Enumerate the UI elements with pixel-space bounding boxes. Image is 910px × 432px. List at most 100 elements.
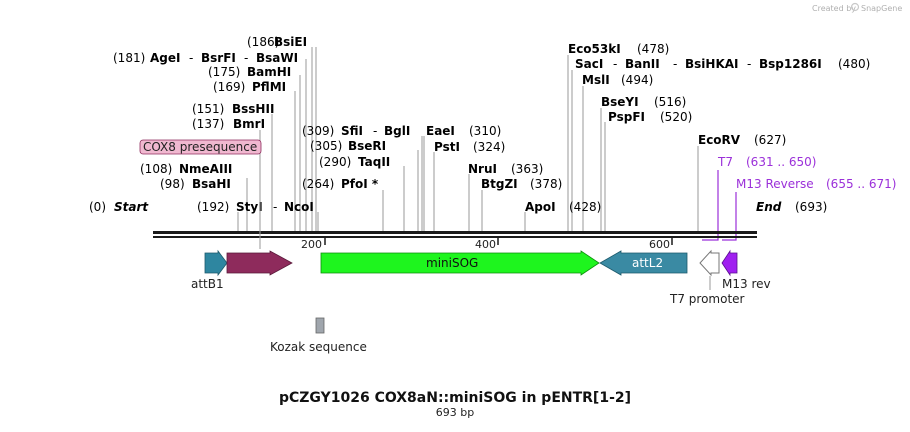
features: attB1 miniSOG attL2 T7 promoter M13 rev …	[191, 249, 771, 354]
site-name: BsaHI	[192, 177, 231, 191]
site-pos: (151)	[192, 102, 224, 116]
site-pos: (169)	[213, 80, 245, 94]
site-name: TaqII	[358, 155, 390, 169]
site-pos: (98)	[160, 177, 185, 191]
map-title: pCZGY1026 COX8aN::miniSOG in pENTR[1-2] …	[279, 390, 631, 419]
end-pos: (693)	[795, 200, 827, 214]
site-pos: (627)	[754, 133, 786, 147]
site-pos: (108)	[140, 162, 172, 176]
separator: -	[673, 57, 677, 71]
site-name: Bsp1286I	[759, 57, 822, 71]
start-label: Start	[114, 200, 149, 214]
primer-m13-reverse: M13 Reverse (655 .. 671)	[722, 177, 896, 241]
site-pos: (305)	[310, 139, 342, 153]
t7-promoter-arrow	[699, 249, 720, 277]
t7-promoter-label: T7 promoter	[669, 292, 745, 306]
site-pos: (175)	[208, 65, 240, 79]
cox8-presequence-text: COX8 presequence	[143, 140, 257, 154]
site-name: EaeI	[426, 124, 455, 138]
cox8-presequence-label: COX8 presequence	[139, 139, 262, 249]
site-name: PspFI	[608, 110, 645, 124]
site-name: BsiHKAI	[685, 57, 739, 71]
site-name: BseYI	[601, 95, 639, 109]
site-pos: (186)	[247, 35, 279, 49]
site-name: BsrFI	[201, 51, 236, 65]
site-name: PflMI	[252, 80, 286, 94]
site-name: ApoI	[525, 200, 556, 214]
site-pos: (378)	[530, 177, 562, 191]
kozak-label: Kozak sequence	[270, 340, 367, 354]
site-name: NruI	[468, 162, 497, 176]
attl2-label: attL2	[632, 256, 663, 270]
kozak-box	[315, 317, 325, 334]
primer-t7-name: T7	[717, 155, 733, 169]
site-name: AgeI	[150, 51, 180, 65]
start-pos: (0)	[89, 200, 106, 214]
separator: -	[613, 57, 617, 71]
site-name: BseRI	[348, 139, 386, 153]
site-pos: (181)	[113, 51, 145, 65]
site-name: SfiI	[341, 124, 363, 138]
minisog-arrow	[320, 250, 600, 276]
site-pos: (363)	[511, 162, 543, 176]
m13-rev-label: M13 rev	[722, 277, 771, 291]
primer-m13r-bracket	[722, 192, 737, 241]
site-leader-lines	[237, 47, 699, 232]
site-name: BglI	[384, 124, 410, 138]
ruler: 200 400 600	[301, 238, 673, 251]
site-name: BsiEI	[274, 35, 307, 49]
m13-rev-arrow	[721, 249, 738, 277]
primer-m13r-name: M13 Reverse	[736, 177, 814, 191]
site-name: PstI	[434, 140, 460, 154]
site-pos: (309)	[302, 124, 334, 138]
site-pos: (520)	[660, 110, 692, 124]
site-pos: (494)	[621, 73, 653, 87]
site-name: BanII	[625, 57, 660, 71]
site-name: EcoRV	[698, 133, 741, 147]
end-label: End	[756, 200, 782, 214]
plasmid-name: pCZGY1026 COX8aN::miniSOG in pENTR[1-2]	[279, 390, 631, 406]
attb1-arrow	[204, 249, 228, 277]
plasmid-length: 693 bp	[436, 406, 474, 419]
site-name: MslI	[582, 73, 610, 87]
ruler-tick-400: 400	[475, 238, 496, 251]
minisog-label: miniSOG	[426, 256, 478, 270]
separator: -	[189, 51, 193, 65]
site-pos: (264)	[302, 177, 334, 191]
site-pos: (478)	[637, 42, 669, 56]
separator: -	[273, 200, 277, 214]
site-pos: (192)	[197, 200, 229, 214]
separator: -	[244, 51, 248, 65]
separator: -	[373, 124, 377, 138]
site-name: NcoI	[284, 200, 314, 214]
restriction-sites: (186) BsiEI (181) AgeI - BsrFI - BsaWI (…	[113, 35, 870, 214]
site-name: NmeAIII	[179, 162, 232, 176]
attl2-arrow	[599, 250, 688, 276]
snapgene-watermark: Created by SnapGene	[812, 2, 902, 13]
site-name: PfoI *	[341, 177, 379, 191]
primer-t7-bracket	[702, 170, 719, 241]
snapgene-logo-icon	[850, 2, 860, 12]
site-name: BmrI	[233, 117, 265, 131]
cox8-arrow	[226, 250, 293, 276]
attb1-label: attB1	[191, 277, 224, 291]
sequence-ends: (0) Start End (693)	[89, 200, 827, 214]
site-pos: (480)	[838, 57, 870, 71]
primer-t7: T7 (631 .. 650)	[702, 155, 816, 241]
primer-m13r-range: (655 .. 671)	[826, 177, 896, 191]
site-name: SacI	[575, 57, 603, 71]
site-name: BsaWI	[256, 51, 298, 65]
site-pos: (137)	[192, 117, 224, 131]
separator: -	[747, 57, 751, 71]
site-name: BssHII	[232, 102, 274, 116]
watermark-created-by: Created by	[812, 4, 856, 13]
site-pos: (428)	[569, 200, 601, 214]
ruler-tick-600: 600	[649, 238, 670, 251]
watermark-brand: SnapGene	[861, 4, 902, 13]
dna-backbone	[153, 231, 757, 238]
primer-t7-range: (631 .. 650)	[746, 155, 816, 169]
site-name: BtgZI	[481, 177, 518, 191]
ruler-tick-200: 200	[301, 238, 322, 251]
site-pos: (310)	[469, 124, 501, 138]
